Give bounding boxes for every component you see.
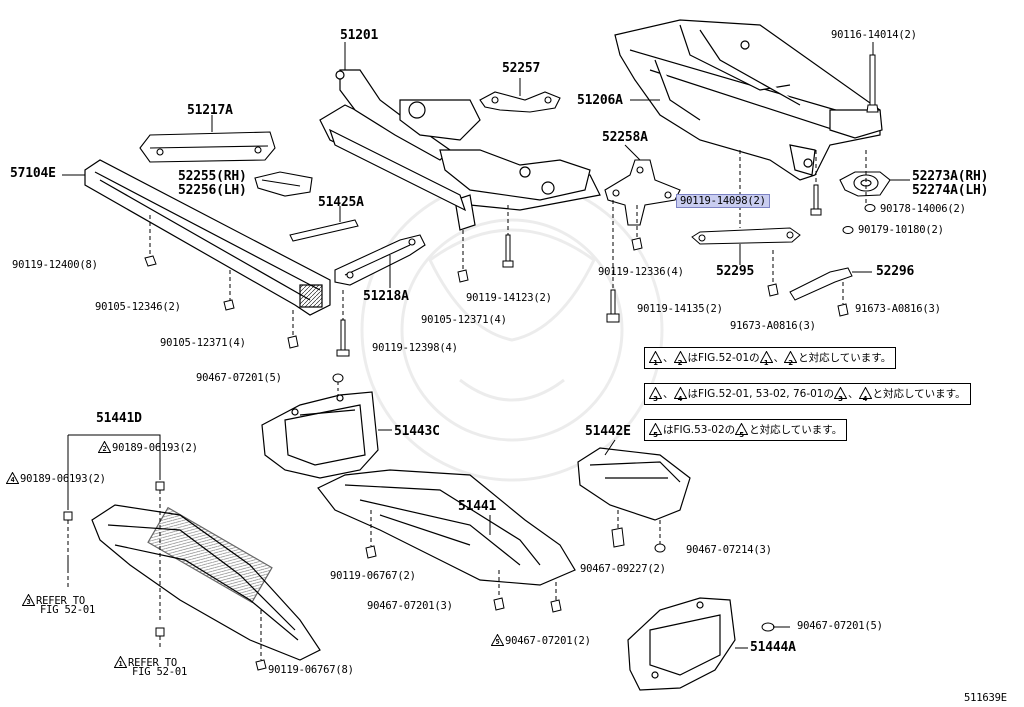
part-label-90467-07201-5a[interactable]: 90467-07201(5) xyxy=(196,372,282,384)
badge-4-icon: 4 xyxy=(673,387,687,403)
part-label-51425A[interactable]: 51425A xyxy=(318,195,364,210)
leader-line xyxy=(624,144,641,161)
part-label-90119-06767-2[interactable]: 90119-06767(2) xyxy=(330,570,416,582)
plate-52255[interactable] xyxy=(254,171,313,197)
part-label-90105-12371-right[interactable]: 90105-12371(4) xyxy=(421,314,507,326)
badge-1-icon: 1 xyxy=(759,351,773,367)
part-label-90467-07201-5b[interactable]: 90467-07201(5) xyxy=(797,620,883,632)
diagram-code: 511639E xyxy=(964,692,1007,704)
part-label-90119-06767-8[interactable]: 90119-06767(8) xyxy=(268,664,354,676)
bar-51425A[interactable] xyxy=(289,219,359,242)
part-label-90178-14006[interactable]: 90178-14006(2) xyxy=(880,203,966,215)
bracket-51218A[interactable] xyxy=(334,234,426,286)
part-label-52258A[interactable]: 52258A xyxy=(602,130,648,145)
badge-3-icon: 3 xyxy=(834,387,847,403)
member-57104E[interactable] xyxy=(84,159,331,316)
part-label-52273A[interactable]: 52273A(RH) xyxy=(912,169,989,184)
badge-3-icon: 3 xyxy=(22,594,35,606)
part-label-51443C[interactable]: 51443C xyxy=(394,424,440,439)
part-label-90119-12400[interactable]: 90119-12400(8) xyxy=(12,259,98,271)
part-label-52256[interactable]: 52256(LH) xyxy=(178,183,247,198)
badge-5-icon: 5 xyxy=(649,423,662,439)
part-label-51201[interactable]: 51201 xyxy=(340,28,379,43)
part-label-90467-09227[interactable]: 90467-09227(2) xyxy=(580,563,666,575)
badge-1-icon: 1 xyxy=(649,351,662,367)
bar-52296[interactable] xyxy=(789,267,853,301)
clip-90467-07201 xyxy=(332,373,344,395)
part-label-52274A[interactable]: 52274A(LH) xyxy=(912,183,989,198)
clip-90467-07201-5 xyxy=(761,622,790,632)
badge-2-icon: 2 xyxy=(673,351,687,367)
part-label-90105-12371-left[interactable]: 90105-12371(4) xyxy=(160,337,246,349)
badge-5-icon: 5 xyxy=(491,634,504,646)
part-label-90119-14135[interactable]: 90119-14135(2) xyxy=(637,303,723,315)
cover-51442E[interactable] xyxy=(577,447,691,521)
badge-4-icon: 4 xyxy=(6,472,19,484)
part-label-52255[interactable]: 52255(RH) xyxy=(178,169,247,184)
leader-line xyxy=(604,439,616,456)
part-label-51206A[interactable]: 51206A xyxy=(577,93,623,108)
cover-51444A[interactable] xyxy=(627,597,736,691)
part-label-90119-12398[interactable]: 90119-12398(4) xyxy=(372,342,458,354)
part-label-51441D[interactable]: 51441D xyxy=(96,411,142,426)
part-label-90116-14014[interactable]: 90116-14014(2) xyxy=(831,29,917,41)
cover-51443C[interactable] xyxy=(261,391,379,479)
bracket-52257[interactable] xyxy=(479,91,561,113)
part-label-51444A[interactable]: 51444A xyxy=(750,640,796,655)
part-label-90119-14098[interactable]: 90119-14098(2) xyxy=(676,194,770,208)
cover-51441[interactable] xyxy=(317,469,576,586)
part-label-51441[interactable]: 51441 xyxy=(458,499,497,514)
rear-crossmember-51206A[interactable] xyxy=(614,19,883,181)
badge-1-icon: 1 xyxy=(114,656,127,668)
part-label-51218A[interactable]: 51218A xyxy=(363,289,409,304)
part-label-90119-14123[interactable]: 90119-14123(2) xyxy=(466,292,552,304)
bracket-52258A[interactable] xyxy=(604,159,681,226)
badge-3-icon: 3 xyxy=(649,387,662,403)
part-label-91673-A0816-a[interactable]: 91673-A0816(3) xyxy=(730,320,816,332)
part-label-52295[interactable]: 52295 xyxy=(716,264,755,279)
part-label-90119-12336[interactable]: 90119-12336(4) xyxy=(598,266,684,278)
cover-51441D[interactable] xyxy=(91,504,321,661)
fasteners-top xyxy=(144,150,876,357)
refer-fig-line-3: FIG 52-01 xyxy=(40,604,96,616)
bushing-52273A[interactable] xyxy=(839,171,891,197)
badge-5-icon: 5 xyxy=(735,423,749,439)
badge-2-icon: 2 xyxy=(98,441,111,453)
part-label-52257[interactable]: 52257 xyxy=(502,61,541,76)
fasteners-bottom xyxy=(63,434,666,671)
brace-51217A[interactable] xyxy=(139,131,276,163)
part-label-90467-07214[interactable]: 90467-07214(3) xyxy=(686,544,772,556)
refer-fig-line-1: FIG 52-01 xyxy=(132,666,188,678)
part-label-57104E[interactable]: 57104E xyxy=(10,166,56,181)
part-label-52296[interactable]: 52296 xyxy=(876,264,915,279)
part-label-90105-12346[interactable]: 90105-12346(2) xyxy=(95,301,181,313)
part-label-51217A[interactable]: 51217A xyxy=(187,103,233,118)
bar-52295[interactable] xyxy=(691,227,801,245)
crossmember-51201[interactable] xyxy=(319,69,601,231)
badge-4-icon: 4 xyxy=(858,387,872,403)
badge-2-icon: 2 xyxy=(784,351,798,367)
part-label-90467-07201-3[interactable]: 90467-07201(3) xyxy=(367,600,453,612)
part-label-90179-10180[interactable]: 90179-10180(2) xyxy=(858,224,944,236)
part-label-51442E[interactable]: 51442E xyxy=(585,424,631,439)
part-label-91673-A0816-b[interactable]: 91673-A0816(3) xyxy=(855,303,941,315)
